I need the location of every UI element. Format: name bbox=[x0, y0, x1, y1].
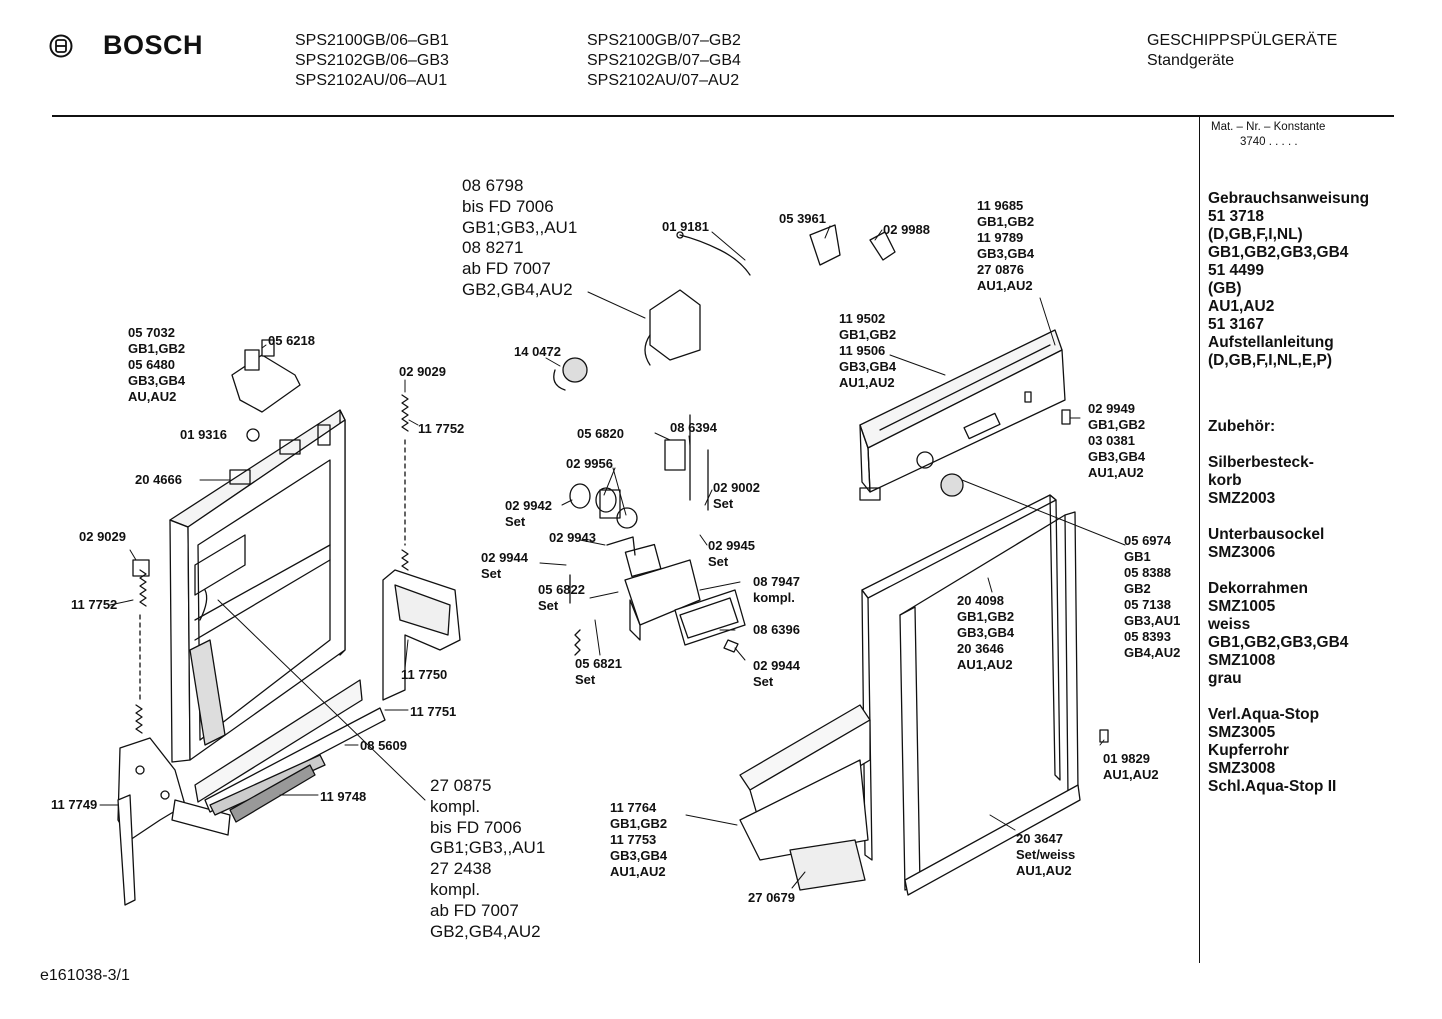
part-label: 14 0472 bbox=[514, 344, 561, 359]
exploded-parts-diagram bbox=[99, 224, 1126, 906]
part-label: 02 9943 bbox=[549, 530, 596, 545]
part-label: 11 7752 bbox=[418, 421, 465, 436]
part-label: 02 9956 bbox=[566, 456, 613, 471]
sidebar-divider bbox=[1199, 117, 1200, 963]
control-panel bbox=[859, 329, 1071, 501]
door-bottom-strip bbox=[194, 679, 386, 823]
part-label: 11 9748 bbox=[320, 789, 367, 804]
part-label: 11 7749 bbox=[51, 797, 98, 812]
bosch-logo-icon bbox=[49, 34, 73, 58]
header-rule bbox=[52, 115, 1394, 117]
category-title: GESCHIPPSPÜLGERÄTE bbox=[1147, 32, 1338, 49]
part-label: 20 4666 bbox=[135, 472, 182, 487]
part-label: 08 6394 bbox=[670, 420, 717, 435]
part-label: 01 9316 bbox=[180, 427, 227, 442]
part-label: 05 3961 bbox=[779, 211, 826, 226]
left-hinge-assembly bbox=[117, 559, 231, 906]
outer-door-frame bbox=[861, 494, 1081, 896]
part-label: 05 6218 bbox=[268, 333, 315, 348]
right-hinge-assembly bbox=[382, 394, 461, 701]
category-subtitle: Standgeräte bbox=[1147, 52, 1235, 69]
part-label: 01 9181 bbox=[662, 219, 709, 234]
door-inner-panel bbox=[169, 409, 346, 763]
plinth-panel bbox=[739, 704, 871, 891]
accessories-title: Zubehör: bbox=[1208, 418, 1276, 435]
part-label: 08 5609 bbox=[360, 738, 407, 753]
part-label: 02 9988 bbox=[883, 222, 930, 237]
brand-name: BOSCH bbox=[103, 30, 204, 60]
part-label: 11 7752 bbox=[71, 597, 118, 612]
mat-nr-value: 3740 . . . . . bbox=[1240, 136, 1298, 148]
top-bracket bbox=[231, 339, 301, 442]
mat-nr-label: Mat. – Nr. – Konstante bbox=[1211, 121, 1326, 133]
part-label: 02 9029 bbox=[399, 364, 446, 379]
part-label: 27 0679 bbox=[748, 890, 795, 905]
part-label: 08 6396 bbox=[753, 622, 800, 637]
part-label: 11 7750 bbox=[401, 667, 448, 682]
detergent-dispenser bbox=[569, 414, 746, 656]
upper-small-parts bbox=[553, 224, 1109, 743]
diagram-code: e161038-3/1 bbox=[40, 967, 130, 984]
part-label: 02 9029 bbox=[79, 529, 126, 544]
leader-lines bbox=[99, 225, 1126, 889]
part-label: 05 6820 bbox=[577, 426, 624, 441]
part-label: 11 7751 bbox=[410, 704, 457, 719]
